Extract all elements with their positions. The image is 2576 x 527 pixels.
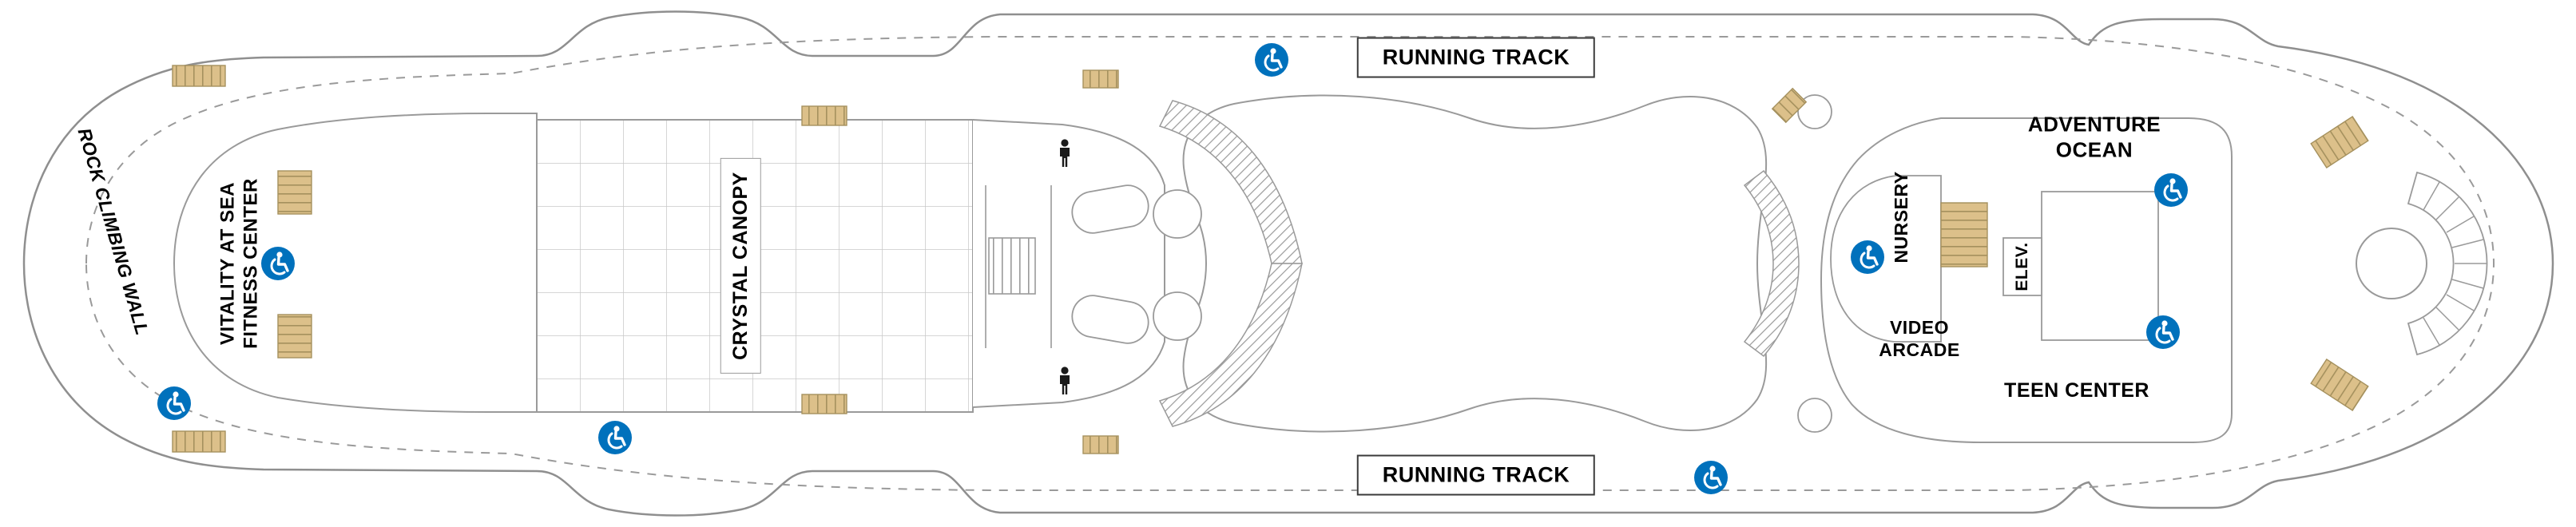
teen-center-label: TEEN CENTER bbox=[2004, 378, 2149, 402]
stairs-icon bbox=[1940, 202, 1988, 267]
wheelchair-accessible-icon bbox=[597, 419, 633, 456]
crystal-canopy-label: CRYSTAL CANOPY bbox=[720, 158, 761, 374]
stairs-icon bbox=[2310, 116, 2369, 168]
midship-corridor-walls bbox=[985, 185, 1052, 348]
wheelchair-accessible-icon bbox=[1253, 42, 1290, 78]
elevator-label: ELEV. bbox=[2013, 242, 2032, 291]
spiral-stairs-ring bbox=[2407, 171, 2488, 356]
running-track-path bbox=[85, 36, 2495, 491]
nursery-label: NURSERY bbox=[1890, 171, 1911, 264]
funnel-circle bbox=[2356, 228, 2427, 299]
nursery-room bbox=[1830, 175, 1942, 343]
stairs-icon bbox=[2310, 359, 2369, 411]
stairs-icon bbox=[801, 105, 847, 126]
stairs-icon bbox=[1082, 69, 1119, 89]
center-room-block bbox=[2041, 191, 2159, 341]
running-track-label-bottom: RUNNING TRACK bbox=[1356, 454, 1596, 496]
curved-stairs-right bbox=[1743, 169, 1800, 358]
curved-stairs-lower bbox=[1158, 263, 1303, 427]
pool-deck-area bbox=[1182, 94, 1768, 433]
lounger bbox=[1071, 184, 1149, 234]
wheelchair-accessible-icon bbox=[1693, 459, 1729, 496]
fitness-center-label-line2: FITNESS CENTER bbox=[240, 178, 262, 349]
wheelchair-accessible-icon bbox=[156, 385, 193, 422]
wheelchair-accessible-icon bbox=[260, 245, 296, 282]
wheelchair-accessible-icon bbox=[2145, 314, 2181, 351]
wheelchair-accessible-icon bbox=[2153, 172, 2189, 208]
video-arcade-label: VIDEO ARCADE bbox=[1879, 316, 1959, 361]
stairs-icon bbox=[1771, 87, 1808, 124]
round-feature bbox=[1797, 94, 1832, 129]
stairs-icon bbox=[277, 314, 312, 359]
elevator-room bbox=[2002, 237, 2042, 296]
video-arcade-label-line2: ARCADE bbox=[1879, 339, 1960, 360]
round-feature bbox=[1797, 398, 1832, 433]
stairs-icon bbox=[277, 170, 312, 215]
lounger bbox=[1071, 295, 1149, 344]
fitness-center-label-line1: VITALITY AT SEA bbox=[216, 182, 239, 345]
adventure-ocean-label-line2: OCEAN bbox=[2055, 137, 2133, 161]
video-arcade-label-line1: VIDEO bbox=[1889, 316, 1950, 338]
wheelchair-accessible-icon bbox=[1849, 239, 1886, 275]
spiral-stairs-treads bbox=[2423, 181, 2487, 346]
running-track-label-top: RUNNING TRACK bbox=[1356, 37, 1596, 78]
adventure-ocean-label: ADVENTURE OCEAN bbox=[2028, 112, 2161, 162]
stairs-icon bbox=[172, 430, 226, 453]
midship-stairs bbox=[988, 237, 1036, 295]
stairs-icon bbox=[801, 394, 847, 414]
stairs-icon bbox=[1082, 435, 1119, 454]
adventure-ocean-label-line1: ADVENTURE bbox=[2027, 112, 2161, 137]
stairs-icon bbox=[172, 65, 226, 87]
whirlpool bbox=[1153, 189, 1202, 239]
fitness-center-label: VITALITY AT SEA FITNESS CENTER bbox=[216, 178, 264, 349]
whirlpool bbox=[1153, 291, 1202, 341]
